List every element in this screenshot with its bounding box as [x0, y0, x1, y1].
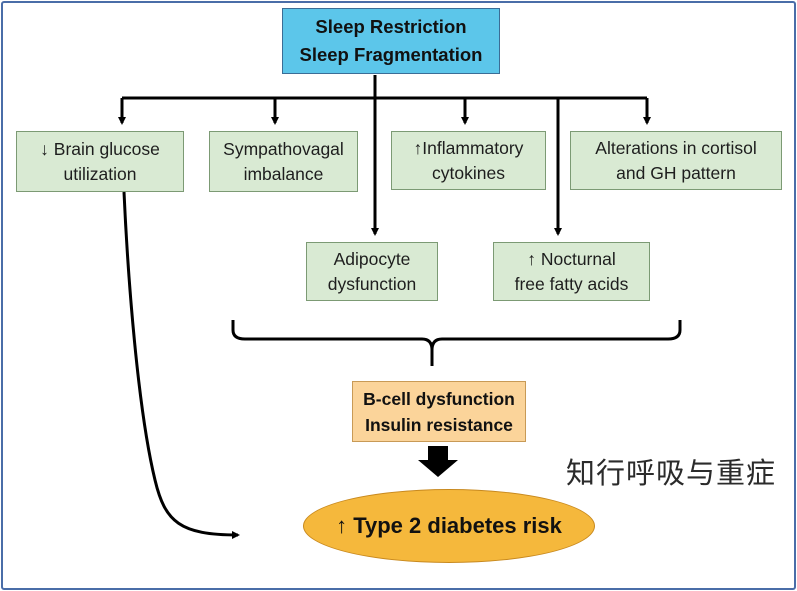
adipocyte-line1: Adipocyte: [333, 248, 411, 269]
diabetes-risk-ellipse: ↑ Type 2 diabetes risk: [303, 489, 595, 563]
fatty-acids-box: ↑ Nocturnal free fatty acids: [493, 242, 650, 301]
thick-down-arrow: [418, 446, 458, 477]
insulin-resistance-text: Insulin resistance: [365, 414, 513, 435]
brain-glucose-box: ↓ Brain glucose utilization: [16, 131, 184, 192]
sympathovagal-line1: Sympathovagal: [223, 138, 344, 159]
mechanism-box: B-cell dysfunction Insulin resistance: [352, 381, 526, 442]
inflammatory-line2: cytokines: [432, 162, 505, 183]
sleep-fragmentation-text: Sleep Fragmentation: [299, 44, 483, 65]
sleep-restriction-text: Sleep Restriction: [315, 16, 467, 37]
grouping-bracket: [231, 320, 682, 366]
fatty-acids-line1: ↑ Nocturnal: [527, 248, 616, 269]
adipocyte-box: Adipocyte dysfunction: [306, 242, 438, 301]
cortisol-line1: Alterations in cortisol: [595, 137, 757, 158]
sympathovagal-box: Sympathovagal imbalance: [209, 131, 358, 192]
adipocyte-line2: dysfunction: [327, 273, 417, 294]
beta-cell-text: B-cell dysfunction: [363, 388, 515, 409]
cortisol-gh-box: Alterations in cortisol and GH pattern: [570, 131, 782, 190]
inflammatory-cytokines-box: ↑Inflammatory cytokines: [391, 131, 546, 190]
sympathovagal-line2: imbalance: [243, 163, 324, 184]
brain-glucose-line1: ↓ Brain glucose: [40, 138, 160, 159]
curved-arrow-brain-to-outcome: [122, 191, 240, 539]
fatty-acids-line2: free fatty acids: [514, 273, 629, 294]
diabetes-risk-text: ↑ Type 2 diabetes risk: [336, 513, 562, 538]
brain-glucose-line2: utilization: [63, 163, 137, 184]
watermark-text: 知行呼吸与重症: [566, 456, 777, 490]
sleep-disruption-box: Sleep Restriction Sleep Fragmentation: [282, 8, 500, 74]
cortisol-line2: and GH pattern: [616, 162, 736, 183]
inflammatory-line1: ↑Inflammatory: [413, 137, 524, 158]
